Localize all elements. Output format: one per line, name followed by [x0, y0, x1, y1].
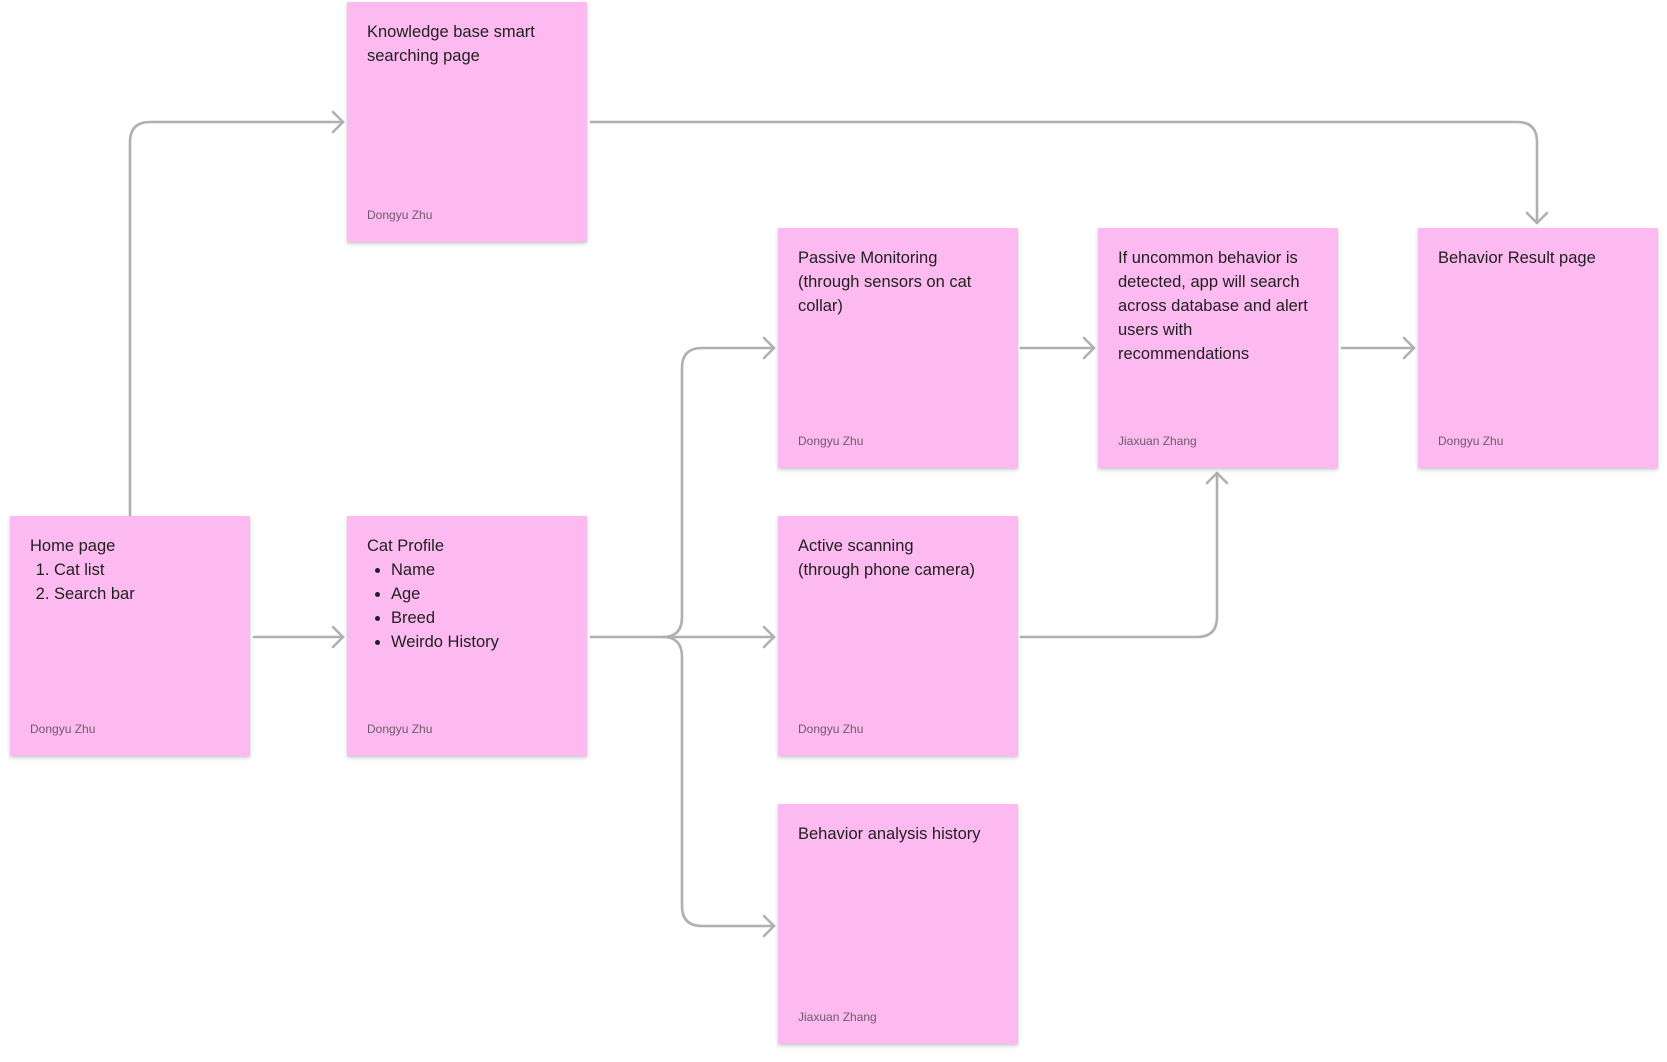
- list-item: Search bar: [54, 582, 230, 606]
- sticky-home-page[interactable]: Home page Cat list Search bar Dongyu Zhu: [10, 516, 250, 756]
- list-item: Weirdo History: [391, 630, 567, 654]
- arrowhead-result-left: [1402, 336, 1416, 360]
- note-author: Dongyu Zhu: [30, 722, 96, 736]
- note-author: Jiaxuan Zhang: [798, 1010, 877, 1024]
- sticky-uncommon-behavior-alert[interactable]: If uncommon behavior is detected, app wi…: [1098, 228, 1338, 468]
- sticky-active-scanning[interactable]: Active scanning (through phone camera) D…: [778, 516, 1018, 756]
- note-title: Cat Profile: [367, 537, 445, 555]
- note-author: Dongyu Zhu: [367, 722, 433, 736]
- note-author: Jiaxuan Zhang: [1118, 434, 1197, 448]
- note-text: Behavior Result page: [1438, 249, 1596, 267]
- sticky-passive-monitoring[interactable]: Passive Monitoring (through sensors on c…: [778, 228, 1018, 468]
- sticky-cat-profile[interactable]: Cat Profile Name Age Breed Weirdo Histor…: [347, 516, 587, 756]
- note-text: If uncommon behavior is detected, app wi…: [1118, 249, 1308, 363]
- arrowhead-alert-left: [1082, 336, 1096, 360]
- note-text: Behavior analysis history: [798, 825, 981, 843]
- note-text: Active scanning (through phone camera): [798, 537, 976, 579]
- arrowhead-history: [762, 914, 776, 938]
- sticky-behavior-analysis-history[interactable]: Behavior analysis history Jiaxuan Zhang: [778, 804, 1018, 1044]
- home-list: Cat list Search bar: [30, 558, 230, 606]
- sticky-behavior-result[interactable]: Behavior Result page Dongyu Zhu: [1418, 228, 1658, 468]
- arrowhead-knowledge: [331, 110, 345, 134]
- arrowhead-alert-bottom: [1205, 471, 1229, 485]
- cat-profile-list: Name Age Breed Weirdo History: [367, 558, 567, 654]
- note-author: Dongyu Zhu: [798, 722, 864, 736]
- note-title: Home page: [30, 537, 116, 555]
- list-item: Name: [391, 558, 567, 582]
- note-author: Dongyu Zhu: [798, 434, 864, 448]
- connector-home-to-knowledge[interactable]: [128, 120, 345, 518]
- arrowhead-passive: [762, 336, 776, 360]
- note-text: Knowledge base smart searching page: [367, 23, 535, 65]
- connector-branch-to-history[interactable]: [661, 635, 776, 928]
- arrowhead-cat-profile: [331, 625, 345, 649]
- sticky-knowledge-base[interactable]: Knowledge base smart searching page Dong…: [347, 2, 587, 242]
- connector-branch-to-passive[interactable]: [661, 346, 776, 639]
- note-author: Dongyu Zhu: [1438, 434, 1504, 448]
- list-item: Age: [391, 582, 567, 606]
- arrowhead-result-top: [1525, 211, 1549, 225]
- note-author: Dongyu Zhu: [367, 208, 433, 222]
- connector-active-to-alert[interactable]: [1019, 471, 1219, 639]
- connector-knowledge-to-result[interactable]: [589, 120, 1539, 225]
- list-item: Cat list: [54, 558, 230, 582]
- arrowhead-active: [762, 625, 776, 649]
- list-item: Breed: [391, 606, 567, 630]
- note-text: Passive Monitoring (through sensors on c…: [798, 249, 972, 315]
